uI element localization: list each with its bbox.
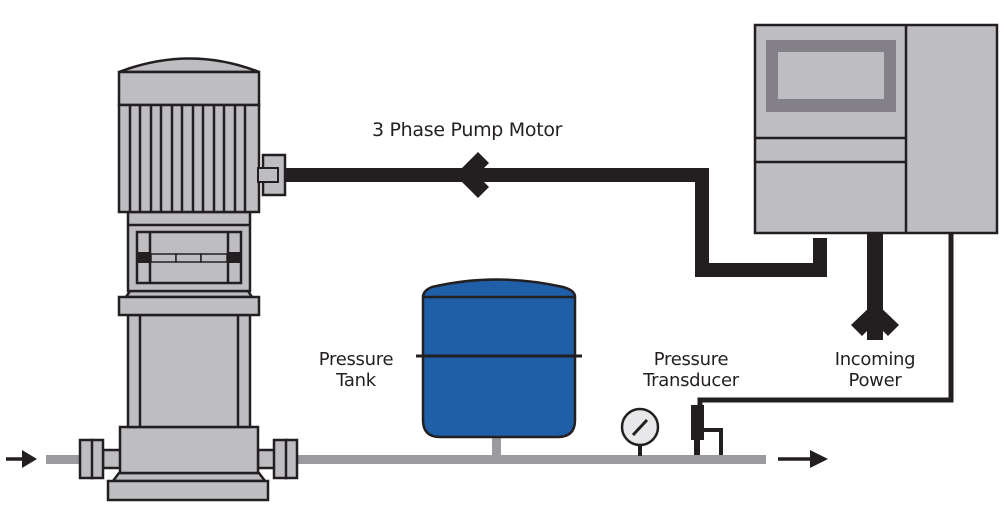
incoming-power	[851, 233, 899, 340]
incoming-power-label-line2: Power	[848, 370, 902, 391]
motor-icon	[117, 57, 287, 214]
pressure-tank-label: Pressure Tank	[308, 349, 404, 391]
outlet-arrow-icon	[778, 450, 828, 468]
motor-cap	[117, 70, 261, 107]
motor-label: 3 Phase Pump Motor	[372, 119, 563, 141]
pressure-tank-label-line2: Tank	[336, 370, 376, 391]
pump-casing	[118, 425, 260, 475]
panel-display	[778, 52, 884, 99]
column-flange	[117, 289, 261, 317]
inlet-flange	[78, 438, 125, 480]
pressure-transducer-label-line1: Pressure	[653, 349, 729, 370]
power-arrow-icon	[851, 302, 899, 336]
motor-power-cable	[286, 152, 827, 277]
coupling-housing	[126, 210, 252, 293]
incoming-power-label-line1: Incoming	[834, 349, 916, 370]
pressure-transducer-label-line2: Transducer	[643, 370, 739, 391]
water-pipe	[46, 436, 766, 464]
cable-arrow-left-icon	[455, 152, 489, 198]
pump-column	[126, 313, 252, 429]
pressure-gauge-icon	[620, 407, 660, 456]
incoming-power-label: Incoming Power	[820, 349, 930, 391]
pressure-tank-icon	[416, 278, 582, 439]
inlet-arrow-icon	[6, 450, 37, 468]
tank-body	[421, 278, 577, 439]
outlet-pipe	[298, 455, 766, 464]
control-panel-icon	[753, 23, 999, 235]
outlet-flange	[256, 438, 299, 480]
motor-fan-cover	[118, 57, 260, 74]
pressure-transducer-icon	[691, 405, 723, 455]
motor-terminal-box	[257, 153, 287, 197]
tank-riser-pipe	[492, 436, 501, 458]
cooling-fins	[128, 106, 247, 211]
pressure-tank-label-line1: Pressure	[318, 349, 394, 370]
inlet-pipe	[46, 455, 96, 464]
pressure-transducer-label: Pressure Transducer	[633, 349, 749, 391]
pump-icon	[78, 210, 299, 502]
pump-base	[106, 471, 270, 502]
